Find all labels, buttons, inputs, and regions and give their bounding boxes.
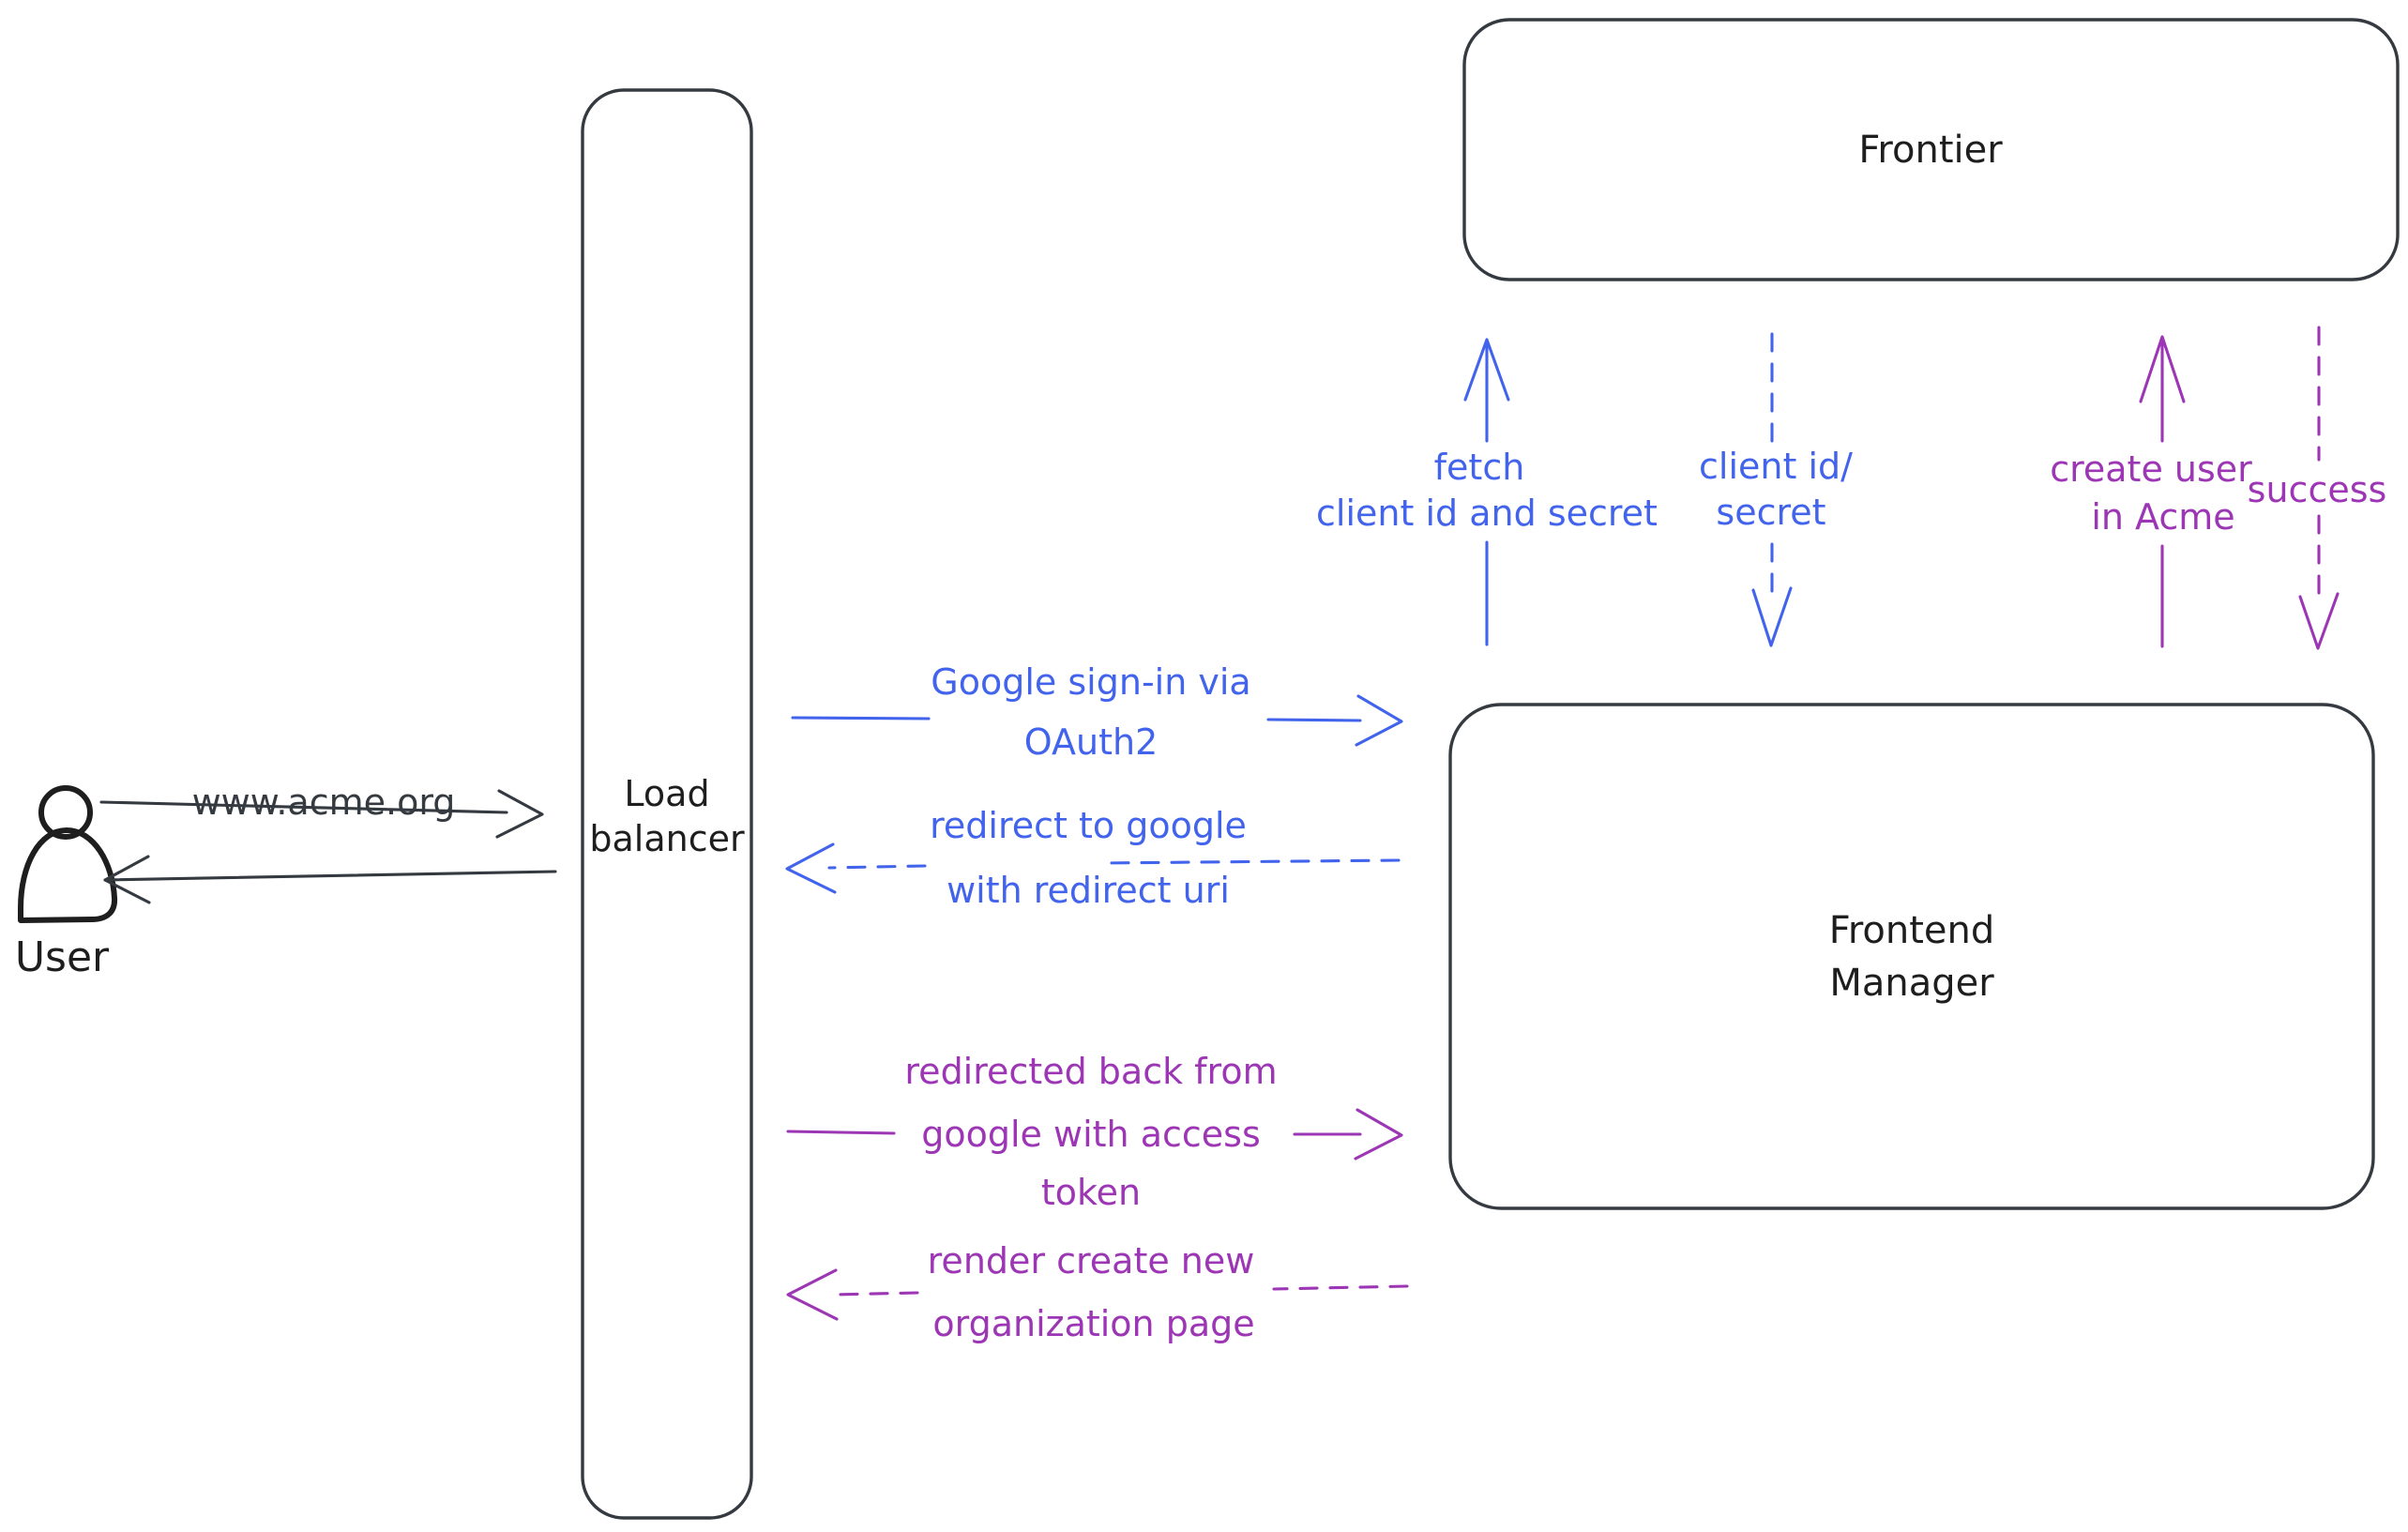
create-user-arrow-label-line2: in Acme [2091,496,2235,538]
redirected-back-arrow-shaft [786,1130,1362,1136]
render-new-org-arrow-label-line1: render create new [927,1240,1255,1282]
redirect-to-google-arrow-label-line2: with redirect uri [947,870,1230,911]
create-user-arrowhead [2139,335,2186,403]
load-balancer-label-line2: balancer [589,818,745,859]
redirect-to-google-arrow-label-line1: redirect to google [930,805,1247,846]
render-new-org-arrowhead [786,1268,839,1321]
lb-return-arrowhead [103,855,151,904]
render-new-org-arrow-shaft [829,1284,1409,1297]
user-label: User [14,933,110,981]
redirect-to-google-arrowhead [785,842,837,894]
fetch-client-id-arrowhead [1463,338,1510,402]
load-balancer-label-line1: Load [624,773,710,814]
redirected-back-arrowhead [1354,1108,1403,1160]
load-balancer-box [581,88,753,1520]
success-arrowhead [2298,592,2340,650]
redirected-back-arrow-label-line3: token [1040,1172,1142,1213]
success-arrow-label: success [2247,469,2387,510]
acme-url-arrow-shaft [99,800,508,814]
fetch-client-id-arrow-label-line1: fetch [1433,447,1525,488]
user-person-icon-head [38,785,93,840]
acme-url-arrowhead [495,789,544,839]
lb-return-arrow-shaft [103,870,557,882]
google-signin-arrow-shaft [791,716,1362,722]
client-id-secret-arrow-label-line1: client id/ [1699,446,1853,487]
create-user-arrow-label-line1: create user [2050,448,2252,490]
fetch-client-id-arrow-label-line2: client id and secret [1316,493,1658,534]
user-person-icon-body [18,827,118,923]
acme-url-arrow-label: www.acme.org [191,781,456,823]
frontend-manager-label-line2: Manager [1829,962,1994,1005]
frontend-manager-label-line1: Frontend [1828,909,1995,952]
frontend-manager-box [1448,703,2375,1210]
frontier-box [1462,18,2400,281]
redirect-to-google-arrow-shaft [827,858,1401,870]
redirected-back-arrow-label-line2: google with access [921,1114,1261,1155]
render-new-org-arrow-label-line2: organization page [932,1303,1255,1344]
google-signin-arrow-label-line2: OAuth2 [1023,721,1159,763]
google-signin-arrow-label-line1: Google sign-in via [931,661,1251,703]
client-id-secret-arrow-label-line2: secret [1716,492,1826,533]
client-id-secret-arrowhead [1751,586,1793,647]
google-signin-arrowhead [1355,694,1403,747]
frontier-label: Frontier [1858,129,2003,172]
redirected-back-arrow-label-line1: redirected back from [904,1051,1278,1092]
